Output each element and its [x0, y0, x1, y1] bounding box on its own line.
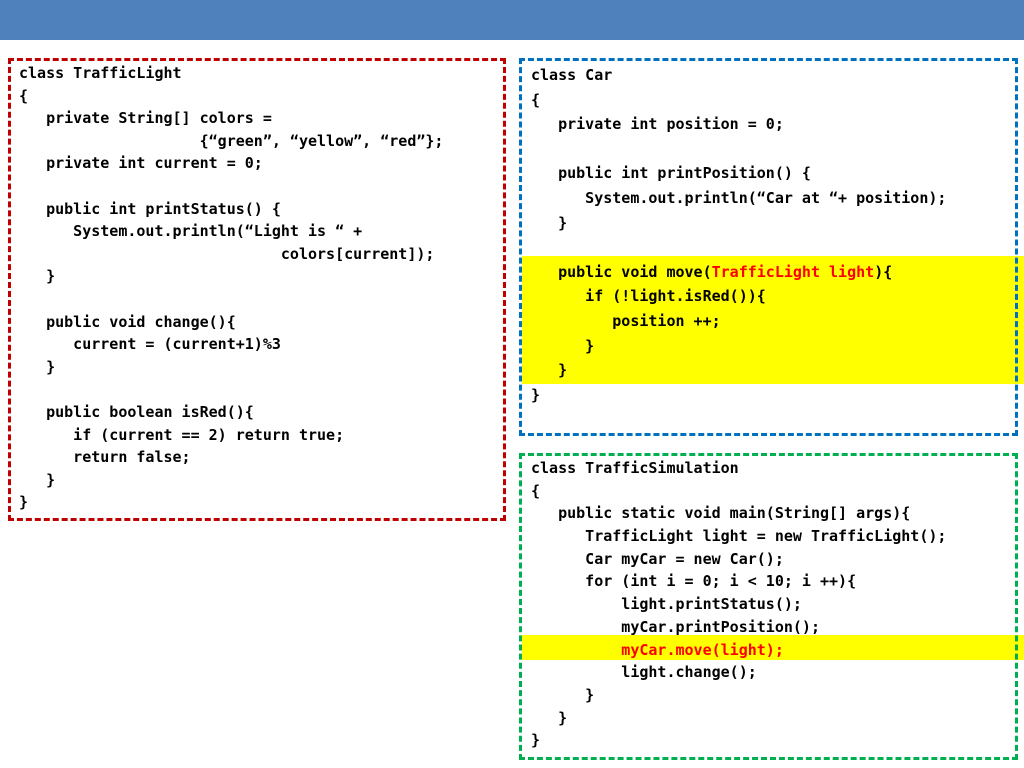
- code-line: public void change(){: [19, 312, 236, 331]
- code-line: return false;: [19, 448, 191, 467]
- code-line: light.change();: [531, 663, 757, 682]
- code-line: }: [19, 470, 56, 489]
- code-line: light.printStatus();: [531, 595, 802, 614]
- code-line: public static void main(String[] args){: [531, 504, 911, 523]
- code-line: class TrafficSimulation: [531, 459, 739, 477]
- code-line: }: [19, 267, 56, 286]
- move-signature-line: public void move(TrafficLight light){: [531, 260, 946, 285]
- code-line: }: [531, 685, 595, 704]
- code-line: Car myCar = new Car();: [531, 549, 784, 568]
- code-line: {: [19, 86, 29, 105]
- code-line: public int printStatus() {: [19, 199, 281, 218]
- code-line: {: [531, 481, 541, 500]
- code-line: }: [19, 357, 56, 376]
- code-line: class TrafficLight: [19, 64, 182, 82]
- code-line: }: [531, 708, 568, 727]
- move-suffix: ){: [874, 262, 893, 281]
- traffic-light-class-box: [8, 58, 506, 521]
- move-call-highlight: [522, 635, 1024, 660]
- code-line: [19, 288, 443, 311]
- traffic-simulation-code: class TrafficSimulation { public static v…: [531, 457, 946, 752]
- move-parameter: TrafficLight light: [711, 262, 875, 281]
- code-line: }: [531, 731, 541, 750]
- code-line: if (current == 2) return true;: [19, 425, 345, 444]
- code-line: public boolean isRed(){: [19, 402, 254, 421]
- code-line: }: [531, 213, 568, 232]
- code-line: [531, 137, 946, 162]
- code-line: class Car: [531, 66, 613, 84]
- move-call-line: myCar.move(light);: [531, 640, 784, 659]
- code-line: }: [531, 336, 595, 355]
- code-line: [19, 175, 443, 198]
- traffic-light-code: class TrafficLight { private String[] col…: [19, 62, 443, 514]
- code-line: colors[current]);: [19, 244, 435, 263]
- code-line: }: [531, 385, 541, 404]
- code-line: private int position = 0;: [531, 115, 784, 134]
- code-line: current = (current+1)%3: [19, 335, 281, 354]
- move-method-highlight: [522, 256, 1024, 384]
- car-code: class Car { private int position = 0; pub…: [531, 63, 946, 407]
- code-line: TrafficLight light = new TrafficLight();: [531, 527, 947, 546]
- code-line: private String[] colors =: [19, 109, 272, 128]
- code-line: }: [19, 493, 29, 512]
- code-line: myCar.printPosition();: [531, 617, 820, 636]
- car-class-box: [519, 58, 1018, 436]
- code-line: System.out.println(“Car at “+ position);: [531, 188, 947, 207]
- code-line: [19, 378, 443, 401]
- title-bar: [0, 0, 1024, 40]
- code-line: {“green”, “yellow”, “red”};: [19, 131, 444, 150]
- code-line: if (!light.isRed()){: [531, 287, 766, 306]
- code-line: position ++;: [531, 311, 721, 330]
- code-line: for (int i = 0; i < 10; i ++){: [531, 572, 857, 591]
- move-prefix: public void move(: [531, 262, 712, 281]
- code-line: [531, 235, 946, 260]
- code-line: public int printPosition() {: [531, 164, 811, 183]
- code-line: }: [531, 361, 568, 380]
- code-line: {: [531, 90, 541, 109]
- code-line: private int current = 0;: [19, 154, 263, 173]
- code-line: System.out.println(“Light is “ +: [19, 222, 363, 241]
- traffic-simulation-class-box: [519, 453, 1018, 760]
